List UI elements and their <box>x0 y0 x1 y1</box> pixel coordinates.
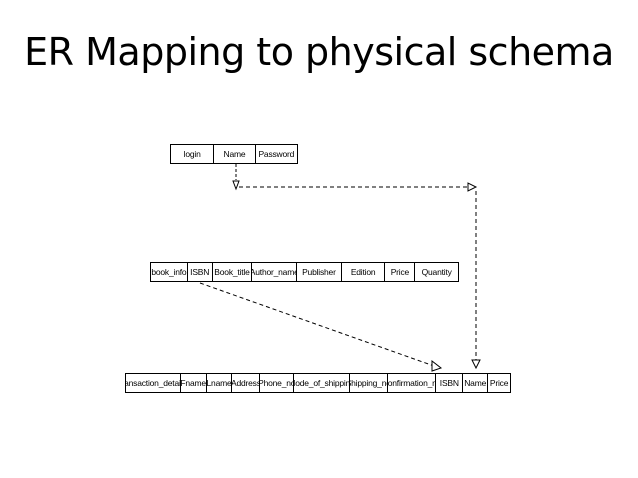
horizontal-arrowhead-icon <box>467 182 478 192</box>
book-info-table: book_info ISBN Book_title Author_name Pu… <box>150 262 459 282</box>
transaction-isbn-arrowhead-icon <box>431 359 443 372</box>
login-table: login Name Password <box>170 144 298 164</box>
login-table-name-cell: login <box>171 145 215 163</box>
transaction-name-arrowhead-icon <box>471 359 481 370</box>
transaction-address-column: Address <box>232 374 261 392</box>
transaction-confirmation-no-column: Confirmation_no <box>388 374 437 392</box>
book-info-price-column: Price <box>385 263 416 281</box>
book-info-book-title-column: Book_title <box>213 263 253 281</box>
book-info-author-name-column: Author_name <box>252 263 298 281</box>
transaction-lname-column: Lname <box>207 374 233 392</box>
transaction-isbn-column: ISBN <box>436 374 464 392</box>
transaction-name-column: Name <box>463 374 489 392</box>
book-info-quantity-column: Quantity <box>421 267 452 277</box>
transaction-mode-of-shipping-column: Mode_of_shipping <box>294 374 350 392</box>
transaction-price-column: Price <box>489 378 509 388</box>
book-info-edition-column: Edition <box>342 263 386 281</box>
transaction-shipping-no-column: Shipping_no <box>350 374 388 392</box>
login-name-column: Name <box>214 145 256 163</box>
transaction-fname-column: Fname <box>181 374 207 392</box>
login-password-column: Password <box>258 149 295 159</box>
transaction-phone-no-column: Phone_no <box>260 374 295 392</box>
isbn-foreign-key-connector <box>199 282 435 367</box>
book-info-table-name-cell: book_info <box>151 263 188 281</box>
slide-title: ER Mapping to physical schema <box>24 30 614 74</box>
transaction-details-table-name-cell: transaction_details <box>126 374 181 392</box>
transaction-details-table: transaction_details Fname Lname Address … <box>125 373 511 393</box>
book-info-isbn-column: ISBN <box>188 263 213 281</box>
book-info-publisher-column: Publisher <box>297 263 342 281</box>
login-name-arrowhead-icon <box>232 180 240 191</box>
